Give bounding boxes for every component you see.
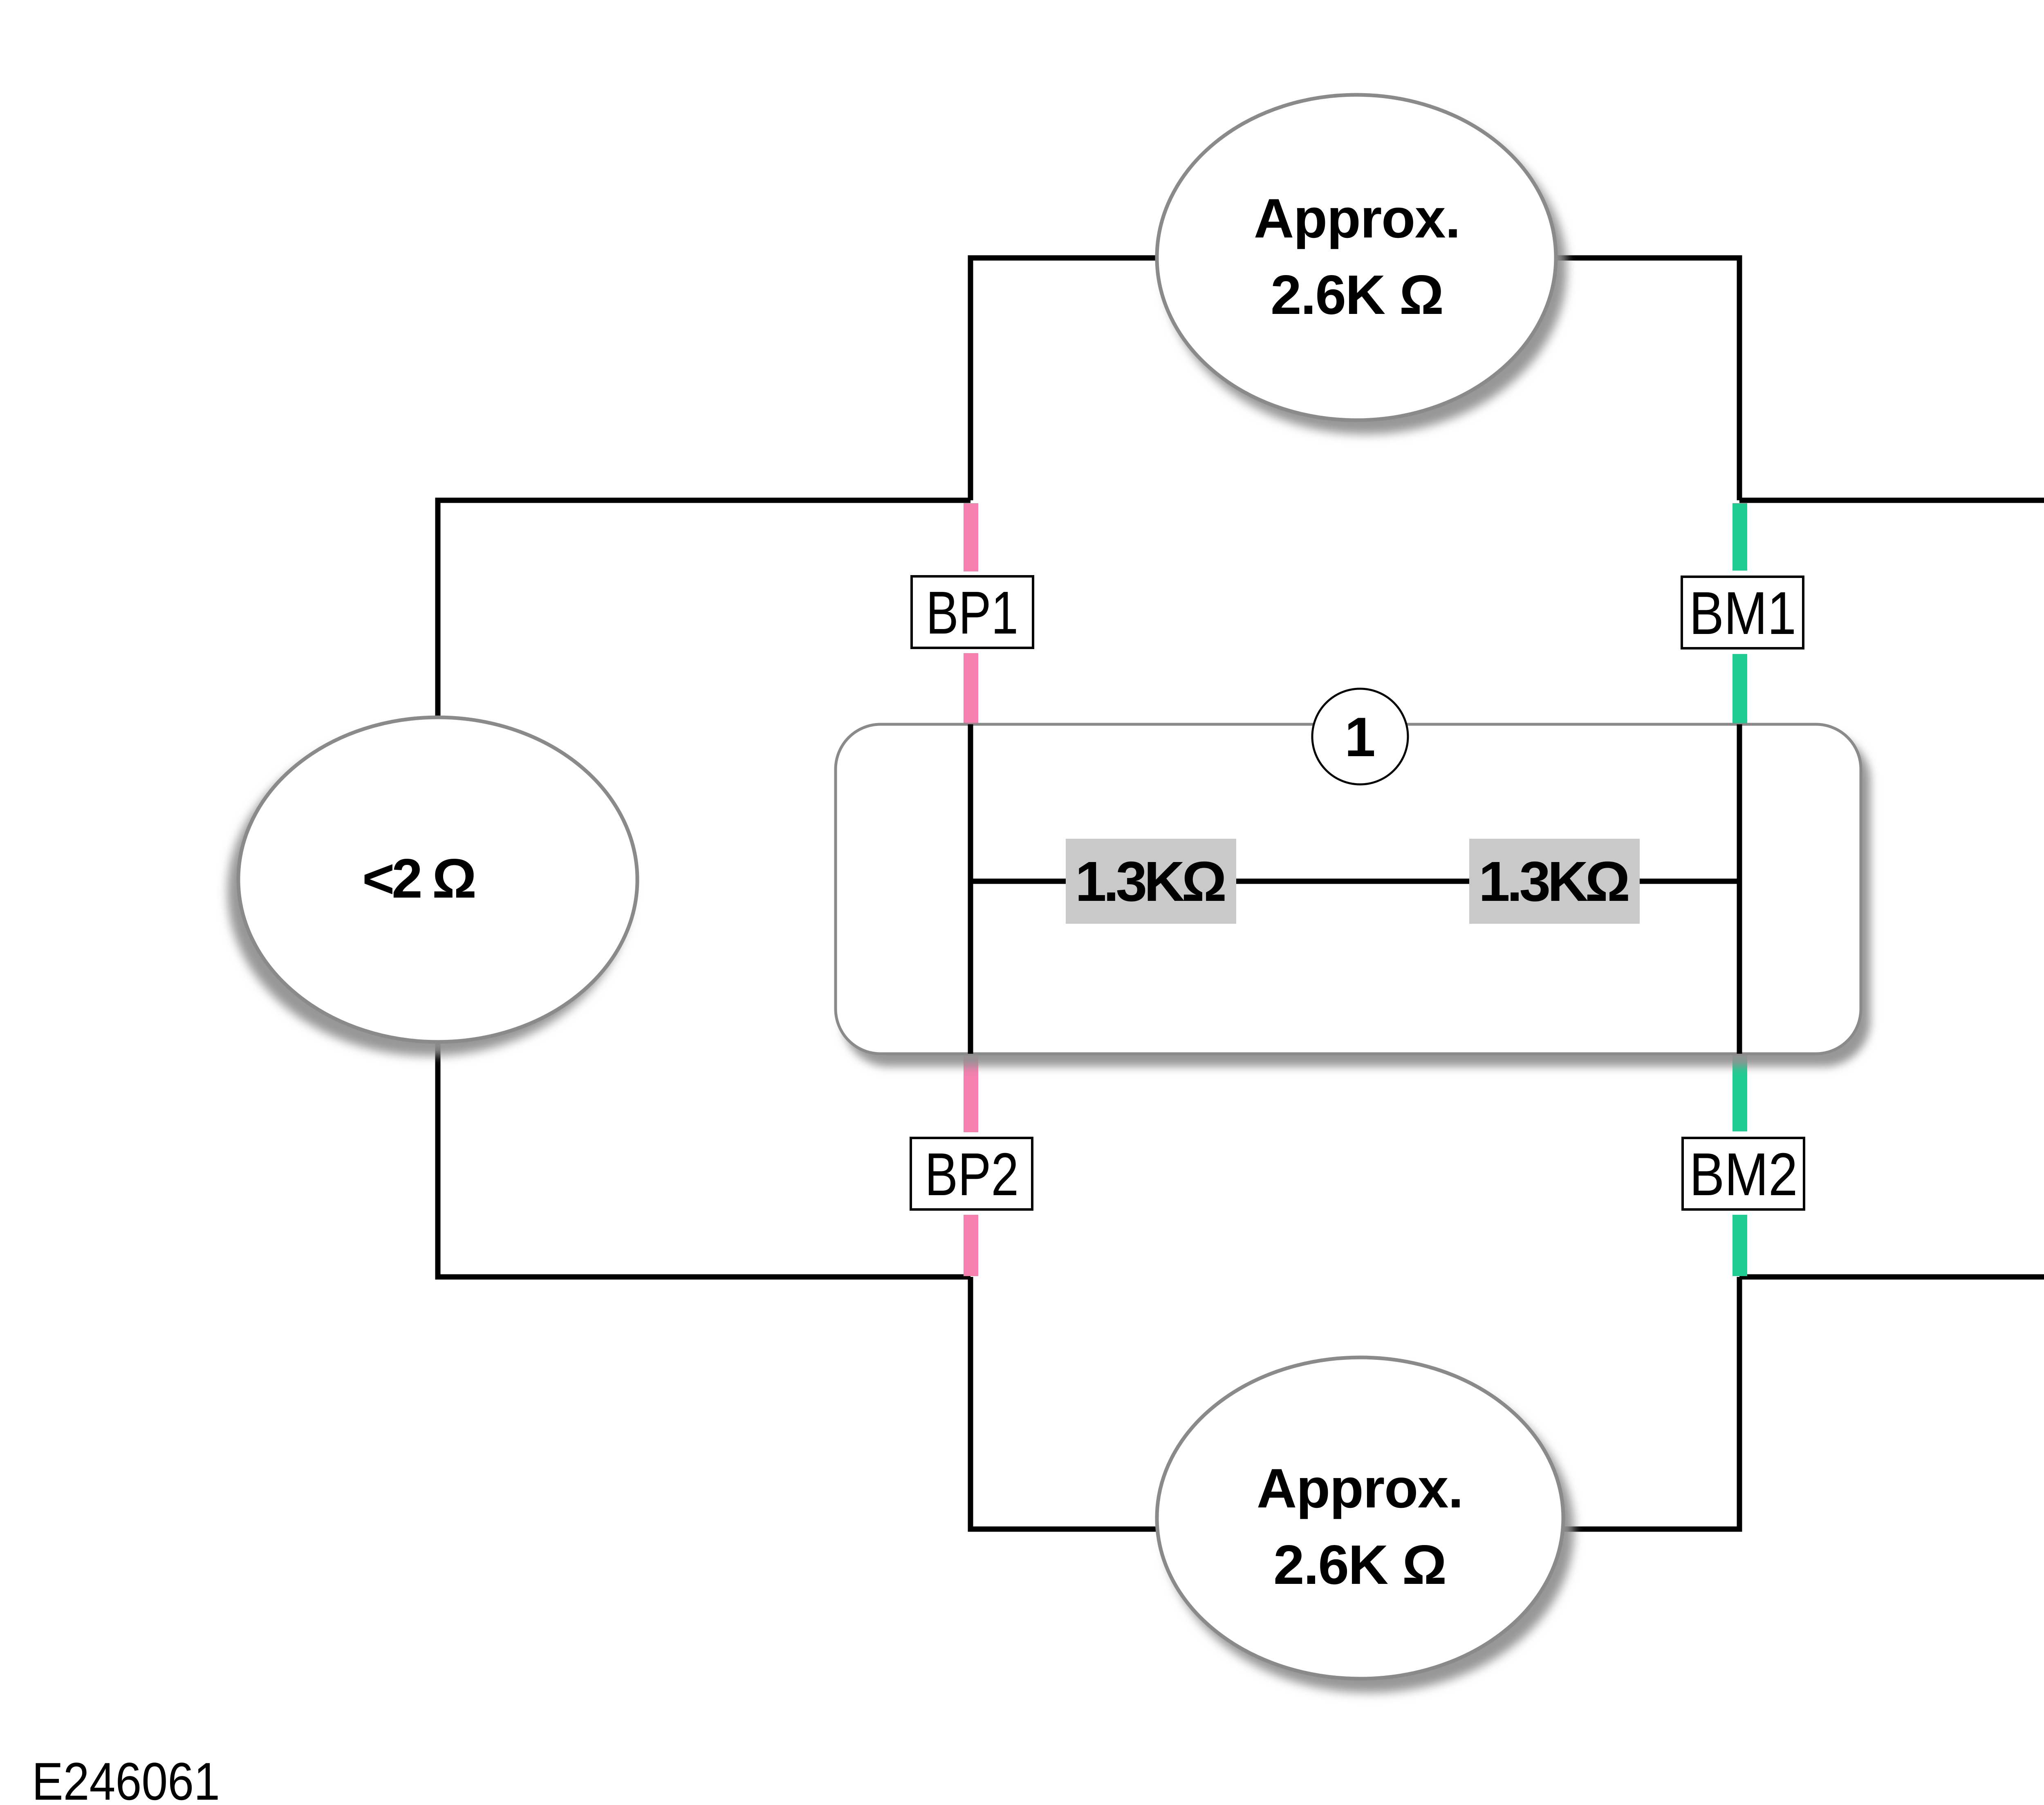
svg-text:1.3KΩ: 1.3KΩ	[1075, 850, 1227, 913]
svg-text:2.6K Ω: 2.6K Ω	[1271, 264, 1444, 326]
svg-text:BM2: BM2	[1690, 1141, 1798, 1208]
svg-text:E246061: E246061	[32, 1751, 220, 1805]
svg-text:2.6K Ω: 2.6K Ω	[1273, 1534, 1447, 1596]
svg-text:BP1: BP1	[926, 579, 1018, 647]
svg-text:Approx.: Approx.	[1254, 187, 1461, 249]
svg-text:<2 Ω: <2 Ω	[362, 847, 477, 909]
svg-text:1.3KΩ: 1.3KΩ	[1479, 850, 1630, 913]
svg-text:BP2: BP2	[925, 1141, 1019, 1208]
svg-text:Approx.: Approx.	[1257, 1457, 1464, 1519]
svg-text:1: 1	[1345, 706, 1376, 768]
svg-text:BM1: BM1	[1689, 580, 1796, 647]
